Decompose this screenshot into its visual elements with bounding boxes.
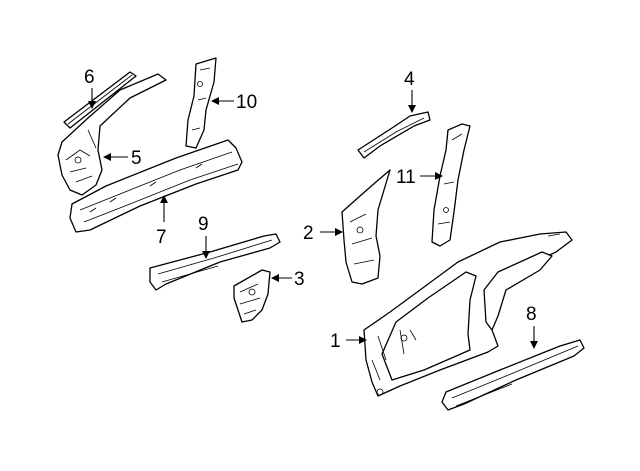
- part-1-body-side-aperture: [363, 231, 573, 397]
- callout-9: 9: [198, 214, 209, 235]
- callout-3: 3: [294, 269, 305, 290]
- part-5-front-pillar: [57, 73, 167, 196]
- callout-labels: 6 5 10 7 9 3 4 2 11 1 8: [84, 67, 537, 352]
- callout-7: 7: [156, 227, 167, 248]
- part-7-rocker-panel: [69, 139, 243, 233]
- callout-8: 8: [526, 304, 537, 325]
- part-8-outer-sill: [441, 339, 585, 411]
- leader-lines: [88, 88, 538, 349]
- part-3-pillar-bracket: [233, 269, 271, 323]
- part-11-b-pillar: [431, 123, 471, 247]
- callout-4: 4: [404, 69, 415, 90]
- part-2-center-pillar-inner: [341, 169, 391, 285]
- part-9-sill-extension: [149, 233, 281, 291]
- part-10-pillar-reinforcement: [185, 57, 217, 149]
- part-6-trim-strip: [63, 71, 137, 129]
- callout-6: 6: [84, 67, 95, 88]
- callout-11: 11: [396, 167, 416, 188]
- callout-5: 5: [131, 148, 142, 169]
- callout-2: 2: [303, 223, 314, 244]
- callout-1: 1: [330, 331, 341, 352]
- part-4-roof-rail-bracket: [357, 111, 431, 159]
- callout-10: 10: [236, 92, 257, 113]
